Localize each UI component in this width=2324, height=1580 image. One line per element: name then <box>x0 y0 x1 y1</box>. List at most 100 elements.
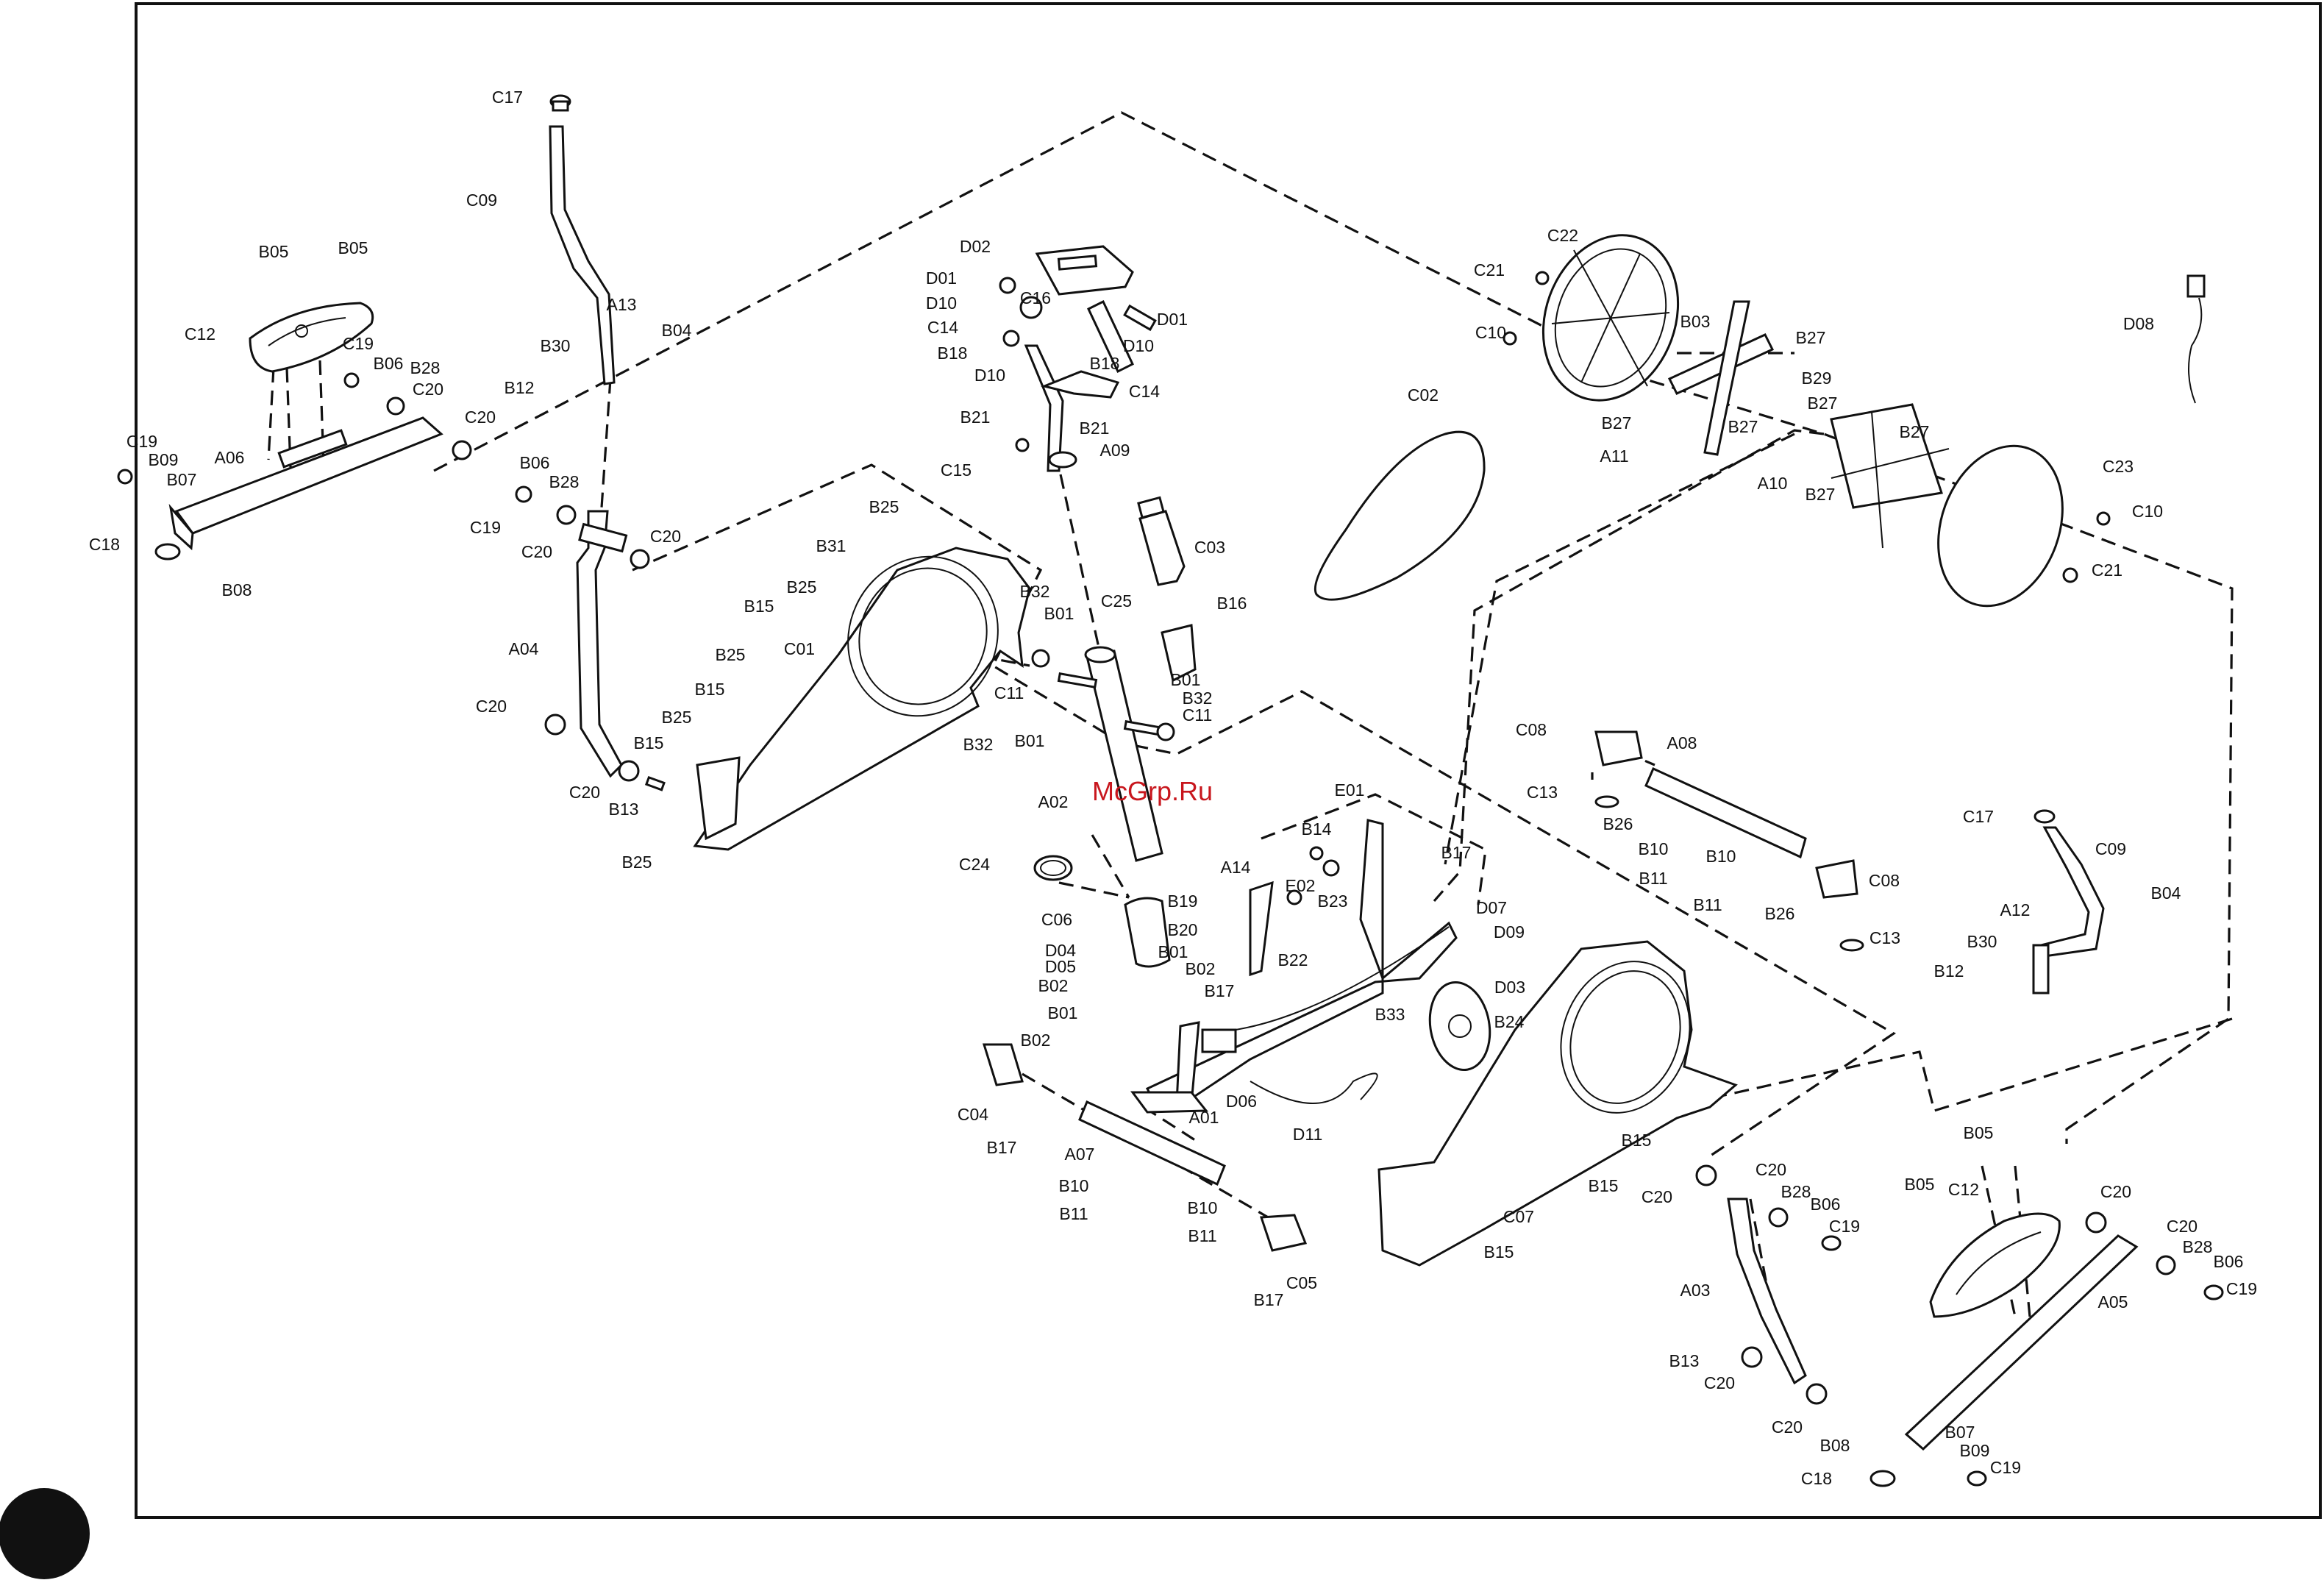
callout-b30-l: B30 <box>541 336 571 355</box>
callout-c16: C16 <box>1020 288 1051 307</box>
callout-c19-r3: C19 <box>1990 1458 2021 1477</box>
callout-b05-r2: B05 <box>1905 1175 1935 1194</box>
callout-b15-r3: B15 <box>1484 1242 1514 1261</box>
callout-b07-r: B07 <box>1945 1423 1975 1442</box>
callout-a09: A09 <box>1100 441 1130 460</box>
callout-c22: C22 <box>1547 226 1578 245</box>
console-assembly <box>999 245 1157 472</box>
callout-c20-l3: C20 <box>521 542 552 561</box>
callout-b08-l: B08 <box>222 580 252 599</box>
callout-b17-a: B17 <box>1441 843 1472 862</box>
callout-c19-l1: C19 <box>343 334 374 353</box>
callout-b11-d: B11 <box>1188 1226 1216 1245</box>
callout-b20: B20 <box>1168 920 1198 939</box>
callout-b01-d: B01 <box>1158 942 1188 961</box>
callout-b06-r2: B06 <box>2214 1252 2244 1271</box>
callout-b11-b: B11 <box>1693 895 1722 914</box>
callout-b25-l2: B25 <box>622 853 652 872</box>
callout-c08-a: C08 <box>1516 720 1547 739</box>
callout-a07: A07 <box>1065 1145 1095 1164</box>
callout-c17-r: C17 <box>1963 807 1994 826</box>
assembly-guides <box>267 111 2234 1354</box>
callout-b25-l3: B25 <box>869 497 899 516</box>
callout-b28-l1: B28 <box>410 358 441 377</box>
left-pedal <box>249 302 374 373</box>
callout-c10-a: C10 <box>1475 323 1506 342</box>
left-lower-arm <box>515 485 666 791</box>
callout-b18-b: B18 <box>1090 354 1120 373</box>
callout-b04-r: B04 <box>2151 883 2181 903</box>
right-upper-handlebar <box>2032 809 2105 994</box>
callout-c07: C07 <box>1503 1207 1534 1226</box>
callout-c25: C25 <box>1101 591 1132 611</box>
callout-c21-b: C21 <box>2092 561 2122 580</box>
callout-a08: A08 <box>1667 733 1697 752</box>
callout-c06: C06 <box>1041 910 1072 929</box>
callout-a03: A03 <box>1680 1281 1711 1300</box>
callout-b12-r: B12 <box>1934 961 1964 981</box>
callout-b32-b: B32 <box>1183 688 1213 708</box>
callout-b26-b: B26 <box>1765 904 1795 923</box>
callout-d01-b: D01 <box>1157 310 1188 329</box>
callout-a11: A11 <box>1600 446 1628 466</box>
callout-b16: B16 <box>1217 594 1247 613</box>
callout-b02-c: B02 <box>1021 1031 1051 1050</box>
callout-b11-a: B11 <box>1639 869 1667 888</box>
callout-c12-r: C12 <box>1948 1180 1979 1199</box>
callout-b03: B03 <box>1680 312 1711 331</box>
callout-b12-l: B12 <box>505 378 535 397</box>
callout-d10-c: D10 <box>974 366 1005 385</box>
callout-d10-b: D10 <box>1123 336 1154 355</box>
base-frame <box>1130 819 1491 1114</box>
callout-b06-l1: B06 <box>374 354 404 373</box>
callout-b27-a: B27 <box>1796 328 1826 347</box>
right-lower-arm <box>1695 1164 1842 1405</box>
callout-c12-l: C12 <box>185 324 215 344</box>
callout-b02-a: B02 <box>1186 959 1216 978</box>
callout-b15-l1: B15 <box>634 733 664 752</box>
callout-b24: B24 <box>1494 1012 1525 1031</box>
callout-b22: B22 <box>1278 950 1308 969</box>
callout-b25-l4: B25 <box>787 577 817 597</box>
diagram-frame <box>135 2 2322 1519</box>
callout-b05-r1: B05 <box>1964 1123 1994 1142</box>
callout-b28-r1: B28 <box>1781 1182 1811 1201</box>
callout-a01: A01 <box>1189 1108 1219 1127</box>
water-bottle <box>1137 496 1197 683</box>
callout-c09-top: C09 <box>466 191 497 210</box>
callout-b23: B23 <box>1318 892 1348 911</box>
callout-b10-a: B10 <box>1639 839 1669 858</box>
callout-d08: D08 <box>2123 314 2154 333</box>
callout-b27-d: B27 <box>1728 417 1758 436</box>
callout-c20-l2: C20 <box>465 408 496 427</box>
callout-b25-l1: B25 <box>662 708 692 727</box>
callout-c21-a: C21 <box>1474 260 1505 280</box>
callout-b06-r1: B06 <box>1811 1195 1841 1214</box>
callout-c11-b: C11 <box>1183 705 1213 725</box>
callout-a02: A02 <box>1038 792 1069 811</box>
callout-c10-b: C10 <box>2132 502 2163 521</box>
callout-b28-l2: B28 <box>549 472 580 491</box>
callout-b14: B14 <box>1302 819 1332 839</box>
callout-a14: A14 <box>1221 858 1251 877</box>
callout-d11: D11 <box>1293 1125 1323 1144</box>
power-adapter <box>2186 274 2206 404</box>
callout-d03: D03 <box>1494 978 1525 997</box>
callout-b10-d: B10 <box>1188 1198 1218 1217</box>
callout-c19-r2: C19 <box>2226 1279 2257 1298</box>
callout-c19-l2: C19 <box>126 432 157 451</box>
callout-b15-r1: B15 <box>1622 1131 1652 1150</box>
callout-b26-a: B26 <box>1603 814 1633 833</box>
callout-b17-b: B17 <box>1205 981 1235 1000</box>
callout-c20-r3: C20 <box>2100 1182 2131 1201</box>
callout-b13-l: B13 <box>609 800 639 819</box>
callout-c13-b: C13 <box>1869 928 1900 947</box>
callout-b11-c: B11 <box>1059 1204 1088 1223</box>
callout-b01-c: B01 <box>1015 731 1045 750</box>
callout-a05: A05 <box>2098 1292 2128 1312</box>
callout-c20-r6: C20 <box>1772 1417 1803 1437</box>
drive-belt <box>1314 430 1486 601</box>
callout-b01-a: B01 <box>1044 604 1074 623</box>
callout-c20-r2: C20 <box>1756 1160 1786 1179</box>
